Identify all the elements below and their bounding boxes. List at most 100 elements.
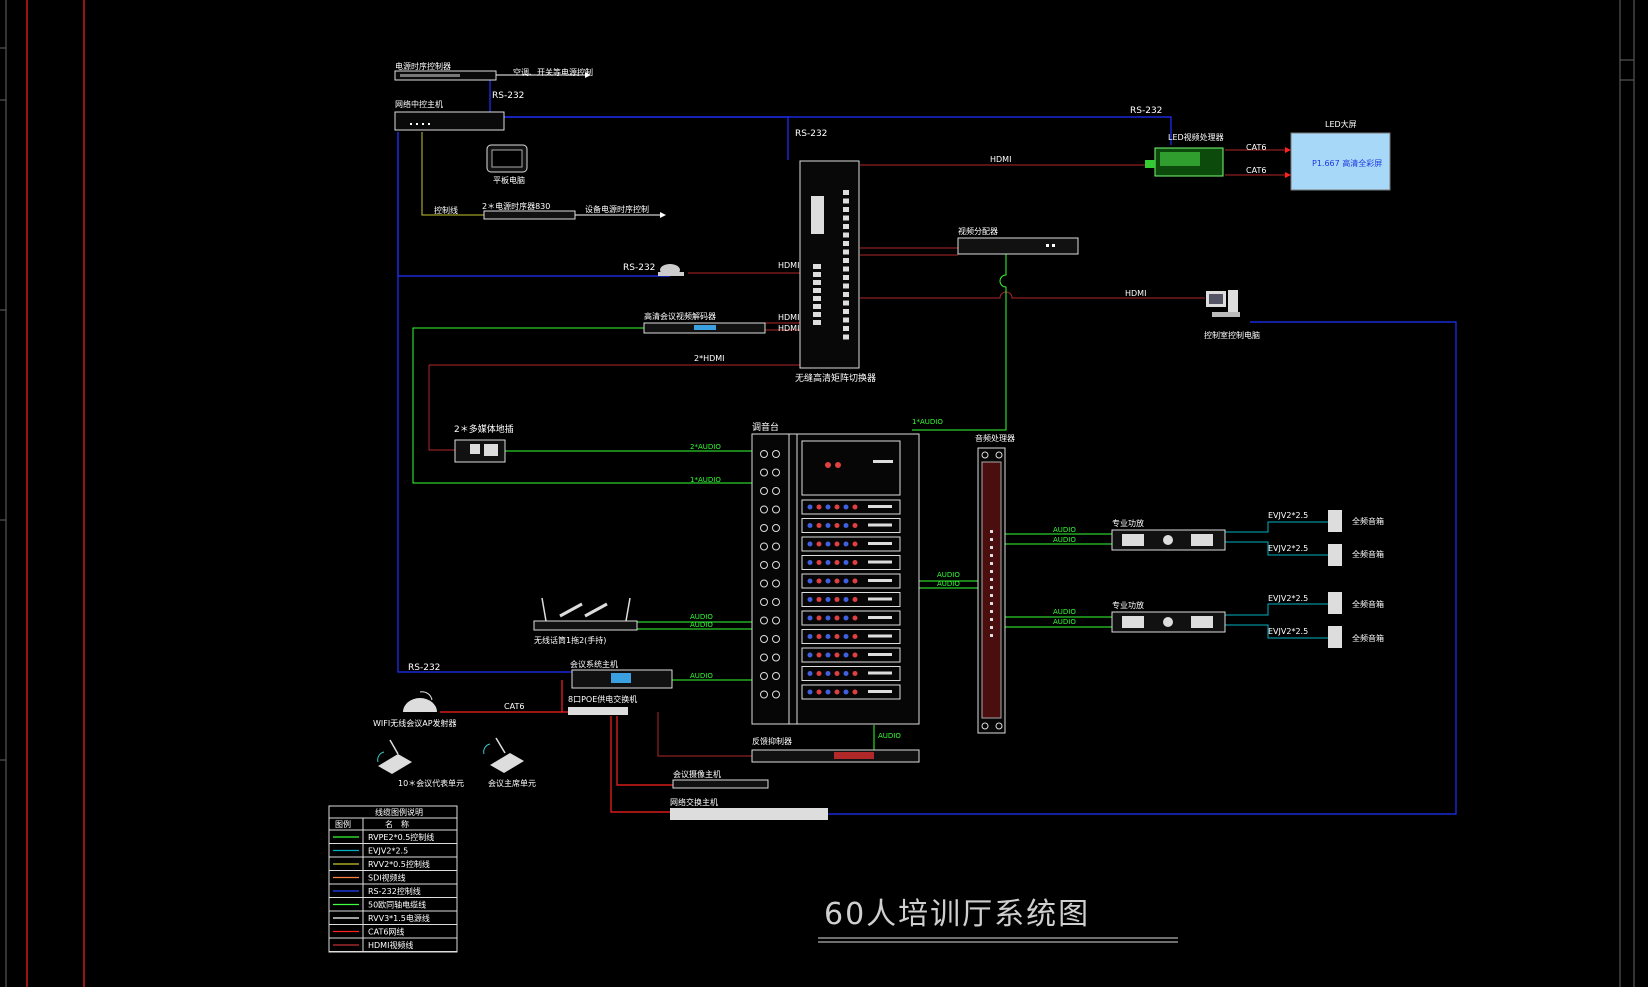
svg-text:2＊多媒体地插: 2＊多媒体地插 — [454, 423, 514, 435]
svg-text:会议摄像主机: 会议摄像主机 — [673, 769, 721, 779]
svg-text:视频分配器: 视频分配器 — [958, 226, 998, 236]
video-distributor: 视频分配器 — [957, 226, 1079, 255]
svg-text:RS-232: RS-232 — [492, 91, 524, 101]
svg-text:CAT6: CAT6 — [504, 702, 524, 711]
poe-switch: 8口POE供电交换机 CAT6 — [504, 694, 637, 715]
svg-text:HDMI: HDMI — [778, 261, 799, 270]
svg-text:AUDIO: AUDIO — [1053, 536, 1076, 544]
legend-row: SDI视频线 — [329, 873, 457, 885]
svg-text:网络中控主机: 网络中控主机 — [395, 99, 443, 109]
svg-text:AUDIO: AUDIO — [1053, 526, 1076, 534]
svg-text:HDMI: HDMI — [1125, 289, 1146, 298]
svg-text:HDMI: HDMI — [778, 313, 799, 322]
legend-label: CAT6网线 — [368, 927, 404, 937]
mixer: 调音台 AUDIO AUDIO — [751, 421, 960, 725]
svg-text:AUDIO: AUDIO — [1053, 618, 1076, 626]
led-screen: LED大屏 P1.667 高清全彩屏 — [1290, 119, 1391, 191]
svg-text:HDMI: HDMI — [778, 324, 799, 333]
conference-host: 会议系统主机 AUDIO RS-232 — [408, 659, 713, 689]
tablet: 平板电脑 — [486, 144, 528, 185]
svg-text:线缆图例说明: 线缆图例说明 — [375, 807, 423, 817]
svg-text:名 称: 名 称 — [385, 819, 409, 829]
svg-text:全频音箱: 全频音箱 — [1352, 516, 1384, 526]
svg-text:AUDIO: AUDIO — [937, 571, 960, 579]
svg-text:WIFI无线会议AP发射器: WIFI无线会议AP发射器 — [373, 718, 457, 728]
svg-text:P1.667 高清全彩屏: P1.667 高清全彩屏 — [1312, 158, 1382, 168]
svg-text:AUDIO: AUDIO — [1053, 608, 1076, 616]
svg-text:全频音箱: 全频音箱 — [1352, 549, 1384, 559]
svg-text:LED视频处理器: LED视频处理器 — [1168, 132, 1224, 142]
legend-row: RVV2*0.5控制线 — [329, 859, 457, 871]
legend-label: RVPE2*0.5控制线 — [368, 832, 434, 842]
svg-text:控制线: 控制线 — [434, 205, 458, 215]
svg-text:高清会议视频解码器: 高清会议视频解码器 — [644, 311, 716, 321]
central-control-host: 网络中控主机 RS-232 — [394, 91, 524, 131]
svg-text:无缝高清矩阵切换器: 无缝高清矩阵切换器 — [795, 372, 876, 384]
svg-text:EVJV2*2.5: EVJV2*2.5 — [1268, 627, 1308, 636]
wireless-mic: 无线话筒1拖2(手持) AUDIO AUDIO — [533, 597, 713, 645]
svg-text:专业功放: 专业功放 — [1112, 600, 1144, 610]
feedback-suppressor: 反馈抑制器 AUDIO — [751, 732, 920, 763]
svg-text:EVJV2*2.5: EVJV2*2.5 — [1268, 594, 1308, 603]
audio-processor: 音频处理器 — [975, 433, 1015, 734]
legend-row: HDMI视频线 — [329, 940, 457, 952]
svg-text:EVJV2*2.5: EVJV2*2.5 — [1268, 511, 1308, 520]
svg-text:会议主席单元: 会议主席单元 — [488, 778, 536, 788]
svg-text:RS-232: RS-232 — [408, 663, 440, 673]
chair-unit: 会议主席单元 — [483, 737, 536, 788]
legend-row: EVJV2*2.5 — [329, 847, 457, 858]
svg-text:10＊会议代表单元: 10＊会议代表单元 — [398, 778, 464, 788]
svg-text:会议系统主机: 会议系统主机 — [570, 659, 618, 669]
camera: RS-232 HDMI — [623, 261, 799, 276]
svg-text:AUDIO: AUDIO — [690, 672, 713, 680]
video-decoder: 高清会议视频解码器 HDMI HDMI 2*HDMI — [643, 311, 799, 363]
svg-text:图例: 图例 — [335, 819, 351, 829]
wifi-ap: WIFI无线会议AP发射器 — [373, 691, 457, 728]
svg-text:电源时序控制器: 电源时序控制器 — [395, 61, 451, 71]
svg-text:8口POE供电交换机: 8口POE供电交换机 — [568, 694, 637, 704]
svg-text:控制室控制电脑: 控制室控制电脑 — [1204, 330, 1260, 340]
matrix-switcher: 无缝高清矩阵切换器 RS-232 HDMI — [795, 129, 1011, 384]
svg-text:LED大屏: LED大屏 — [1325, 119, 1357, 129]
legend-row: 50欧同轴电缆线 — [329, 900, 457, 912]
svg-text:HDMI: HDMI — [990, 155, 1011, 164]
svg-text:空调、开关等电源控制: 空调、开关等电源控制 — [513, 67, 593, 77]
svg-text:RS-232: RS-232 — [623, 263, 655, 273]
legend-label: HDMI视频线 — [368, 940, 413, 950]
svg-text:设备电源时序控制: 设备电源时序控制 — [585, 204, 649, 214]
svg-text:1*AUDIO: 1*AUDIO — [912, 418, 943, 426]
svg-text:RS-232: RS-232 — [795, 129, 827, 139]
svg-text:AUDIO: AUDIO — [878, 732, 901, 740]
diagram-title: 60人培训厅系统图 — [824, 897, 1090, 932]
svg-text:全频音箱: 全频音箱 — [1352, 599, 1384, 609]
svg-text:1*AUDIO: 1*AUDIO — [690, 476, 721, 484]
relay-unit: 2＊电源时序器830 控制线 设备电源时序控制 — [434, 201, 666, 220]
svg-text:AUDIO: AUDIO — [690, 613, 713, 621]
svg-text:专业功放: 专业功放 — [1112, 518, 1144, 528]
svg-text:平板电脑: 平板电脑 — [493, 175, 525, 185]
svg-text:全频音箱: 全频音箱 — [1352, 633, 1384, 643]
svg-text:网络交换主机: 网络交换主机 — [670, 797, 718, 807]
legend-row: RVV3*1.5电源线 — [329, 913, 457, 925]
legend-label: EVJV2*2.5 — [368, 847, 408, 856]
svg-text:AUDIO: AUDIO — [690, 621, 713, 629]
multimedia-floor-box: 2＊多媒体地插 2*AUDIO 1*AUDIO 1*AUDIO — [454, 418, 943, 484]
legend-row: RVPE2*0.5控制线 — [329, 832, 457, 844]
svg-text:CAT6: CAT6 — [1246, 166, 1266, 175]
svg-text:EVJV2*2.5: EVJV2*2.5 — [1268, 544, 1308, 553]
svg-text:2＊电源时序器830: 2＊电源时序器830 — [482, 201, 550, 211]
legend-row: RS-232控制线 — [329, 886, 457, 898]
diagram-title-block: 60人培训厅系统图 — [818, 897, 1178, 943]
legend-label: 50欧同轴电缆线 — [368, 900, 426, 910]
svg-text:AUDIO: AUDIO — [937, 580, 960, 588]
control-pc: HDMI 控制室控制电脑 — [1125, 289, 1260, 340]
network-switch: 网络交换主机 — [670, 797, 828, 820]
svg-text:2*HDMI: 2*HDMI — [694, 354, 725, 363]
legend-label: SDI视频线 — [368, 873, 406, 883]
amplifier-2: 专业功放 AUDIO AUDIO — [1053, 600, 1226, 633]
led-processor: LED视频处理器 RS-232 CAT6 CAT6 — [1130, 106, 1291, 178]
svg-text:音频处理器: 音频处理器 — [975, 433, 1015, 443]
amplifier-1: 专业功放 AUDIO AUDIO — [1053, 518, 1226, 551]
